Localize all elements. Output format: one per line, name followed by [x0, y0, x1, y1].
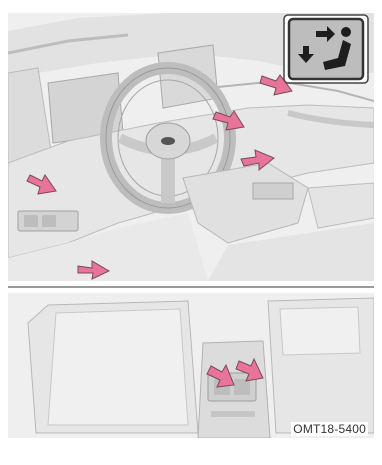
rear-seat-illustration: OMT18-5400 — [8, 293, 374, 438]
vent-symbol-badge — [283, 14, 369, 84]
figure-code: OMT18-5400 — [291, 422, 368, 436]
rear-vent-drawing — [8, 293, 374, 438]
section-divider — [8, 286, 374, 288]
air-vent-to-body-icon — [283, 14, 369, 84]
